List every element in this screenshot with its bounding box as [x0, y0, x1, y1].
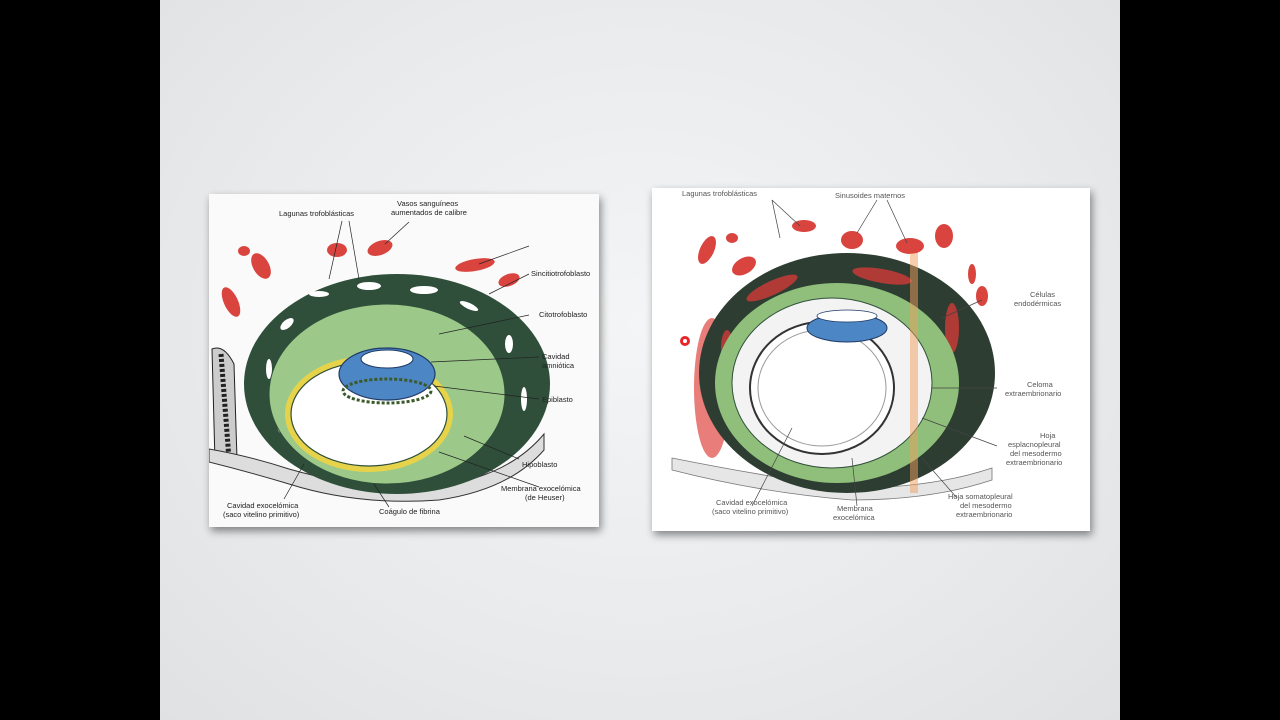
r-label-hoja-som-3: extraembrionario: [956, 510, 1013, 519]
label-membrana-1: Membrana exocelómica: [501, 484, 581, 493]
left-leader-lines: [283, 220, 540, 508]
label-vasos-1: Vasos sanguíneos: [397, 199, 459, 208]
maternal-sinusoids: [698, 220, 988, 306]
label-vasos-2: aumentados de calibre: [391, 208, 467, 217]
r-label-celulas-2: endodérmicas: [1014, 299, 1062, 308]
r-label-lagunas: Lagunas trofoblásticas: [682, 189, 758, 198]
left-diagram-art: [209, 220, 550, 508]
label-epiblasto: Epiblasto: [542, 395, 573, 404]
label-coagulo: Coágulo de fibrina: [379, 507, 440, 516]
label-hipoblasto: Hipoblasto: [522, 460, 558, 469]
label-cavidad-exo-1: Cavidad exocelómica: [227, 501, 299, 510]
r-label-celoma-1: Celoma: [1027, 380, 1053, 389]
r-label-membrana-1: Membrana: [837, 504, 873, 513]
r-label-hoja-esp-1: Hoja: [1040, 431, 1056, 440]
left-diagram: Lagunas trofoblásticas Vasos sanguíneos …: [209, 194, 599, 527]
label-cavidad-amn-2: amniótica: [542, 361, 575, 370]
label-cavidad-amn-1: Cavidad: [542, 352, 570, 361]
r-label-cavidad-exo-2: (saco vitelino primitivo): [712, 507, 789, 516]
label-membrana-2: (de Heuser): [525, 493, 565, 502]
r-label-hoja-esp-3: del mesodermo: [1010, 449, 1062, 458]
r-label-cavidad-exo-1: Cavidad exocelómica: [716, 498, 788, 507]
slide: Lagunas trofoblásticas Vasos sanguíneos …: [160, 0, 1120, 720]
label-lagunas: Lagunas trofoblásticas: [279, 209, 355, 218]
r-label-celulas-1: Células: [1030, 290, 1056, 299]
r-label-hoja-som-1: Hoja somatopleural: [948, 492, 1013, 501]
r-label-celoma-2: extraembrionario: [1005, 389, 1062, 398]
right-leader-lines: [751, 199, 998, 507]
r-label-membrana-2: exocelómica: [833, 513, 875, 522]
right-diagram: Lagunas trofoblásticas Sinusoides matern…: [652, 188, 1090, 531]
r-label-hoja-esp-4: extraembrionario: [1006, 458, 1063, 467]
label-citotro: Citotrofoblasto: [539, 310, 588, 319]
label-sincitio: Sincitiotrofoblasto: [531, 269, 591, 278]
right-diagram-art: [671, 199, 998, 507]
label-cavidad-exo-2: (saco vitelino primitivo): [223, 510, 300, 519]
r-label-sinusoides: Sinusoides maternos: [835, 191, 906, 200]
r-label-hoja-esp-2: esplacnopleural: [1008, 440, 1061, 449]
r-label-hoja-som-2: del mesodermo: [960, 501, 1012, 510]
